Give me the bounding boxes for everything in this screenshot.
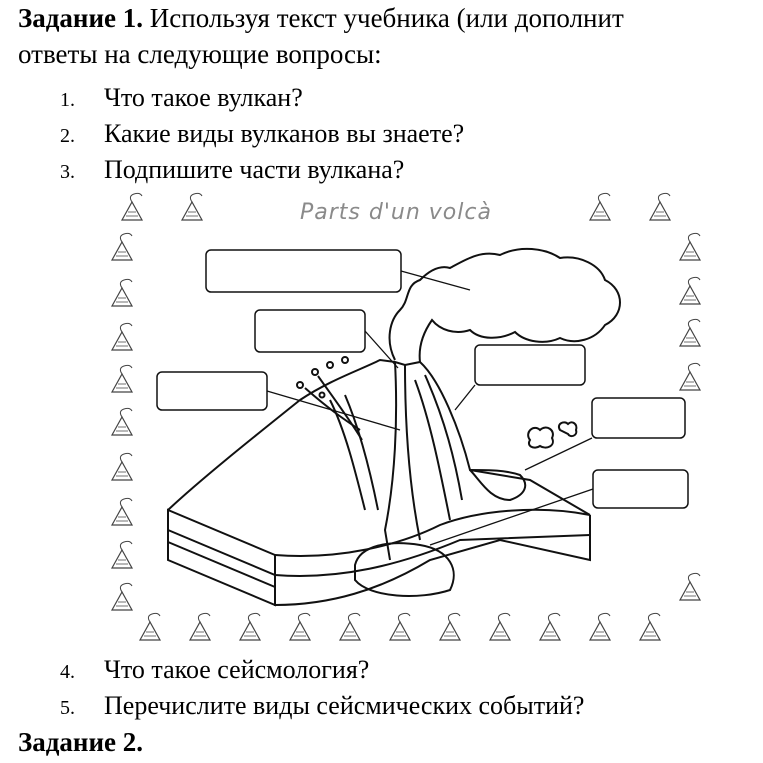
label-box-2[interactable]	[254, 309, 366, 353]
task1-title: Задание 1.	[18, 3, 144, 33]
label-box-3[interactable]	[156, 371, 268, 411]
label-box-5[interactable]	[591, 397, 686, 439]
figure-caption: Parts d'un volcà	[300, 200, 492, 225]
question-text: Какие виды вулканов вы знаете?	[104, 119, 465, 148]
task2-title: Задание 2.	[18, 727, 144, 757]
label-boxes	[156, 249, 689, 509]
leader-lines	[266, 270, 594, 546]
question-number: 3.	[60, 161, 75, 183]
question-number: 4.	[60, 661, 75, 683]
label-box-1[interactable]	[205, 249, 402, 293]
question-text: Перечислите виды сейсмических событий?	[104, 691, 585, 720]
question-text: Подпишите части вулкана?	[104, 155, 405, 184]
task1-intro-line2: ответы на следующие вопросы:	[18, 39, 382, 69]
label-box-4[interactable]	[474, 344, 586, 386]
volcano-illustration	[167, 247, 621, 607]
question-number: 1.	[60, 89, 75, 111]
question-text: Что такое сейсмология?	[104, 655, 370, 684]
question-number: 5.	[60, 697, 75, 719]
question-number: 2.	[60, 125, 75, 147]
label-box-6[interactable]	[592, 469, 689, 509]
task1-header: Задание 1. Используя текст учебника (или…	[18, 2, 624, 34]
question-text: Что такое вулкан?	[104, 83, 303, 112]
task1-intro: Используя текст учебника (или дополнит	[149, 3, 624, 33]
